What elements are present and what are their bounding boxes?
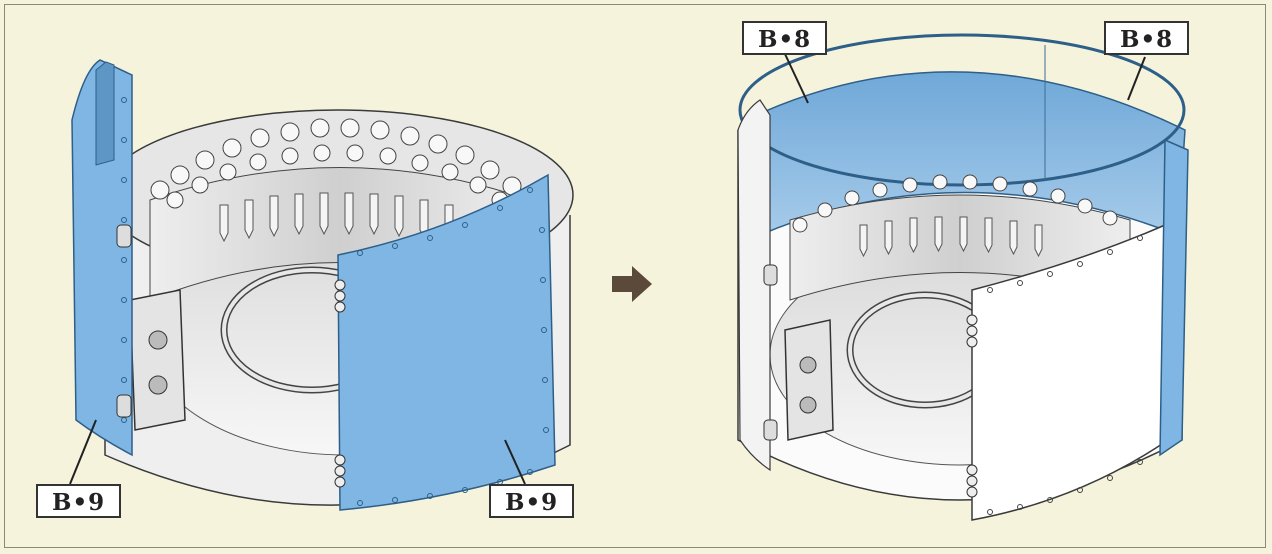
left-b9-panel-b bbox=[337, 173, 556, 511]
right-left-hinges bbox=[763, 264, 778, 441]
left-panel-b-hinges bbox=[334, 279, 346, 488]
left-b9-panel-a-edge bbox=[95, 61, 115, 166]
right-arrow-icon bbox=[612, 266, 652, 302]
left-b9-panel-a bbox=[71, 59, 133, 457]
callout-b9-right: B•9 bbox=[489, 484, 575, 518]
left-hinges bbox=[116, 224, 132, 418]
right-front-panel-rivets bbox=[987, 235, 1143, 515]
right-mount-bracket bbox=[784, 319, 834, 441]
left-mount-bracket bbox=[129, 289, 186, 431]
panel-frame bbox=[4, 4, 1266, 548]
callout-b8-left: B•8 bbox=[742, 21, 828, 55]
right-front-panel-hinges bbox=[966, 314, 978, 498]
left-b9-leader-a bbox=[69, 419, 97, 485]
callout-b8-right: B•8 bbox=[1104, 21, 1190, 55]
left-b9-leader-b bbox=[504, 439, 526, 485]
right-b8-edge bbox=[1159, 138, 1189, 457]
left-bracket-hole-2 bbox=[148, 375, 168, 395]
right-bracket-hole-1 bbox=[799, 356, 817, 374]
left-b9-panel-b-rivets bbox=[357, 187, 549, 506]
left-assembly bbox=[69, 59, 574, 511]
right-b8-leader-b bbox=[1127, 56, 1146, 101]
right-shell-caps bbox=[792, 174, 1118, 233]
right-left-panel bbox=[737, 99, 771, 472]
left-bracket-hole-1 bbox=[148, 330, 168, 350]
right-b8-rim bbox=[738, 33, 1186, 187]
callout-b9-left: B•9 bbox=[36, 484, 122, 518]
right-b8-leader-a bbox=[784, 53, 809, 104]
right-assembly bbox=[737, 33, 1189, 521]
right-bracket-hole-2 bbox=[799, 396, 817, 414]
right-shell-tips bbox=[859, 216, 1043, 258]
left-b9-panel-a-rivets bbox=[121, 97, 127, 423]
